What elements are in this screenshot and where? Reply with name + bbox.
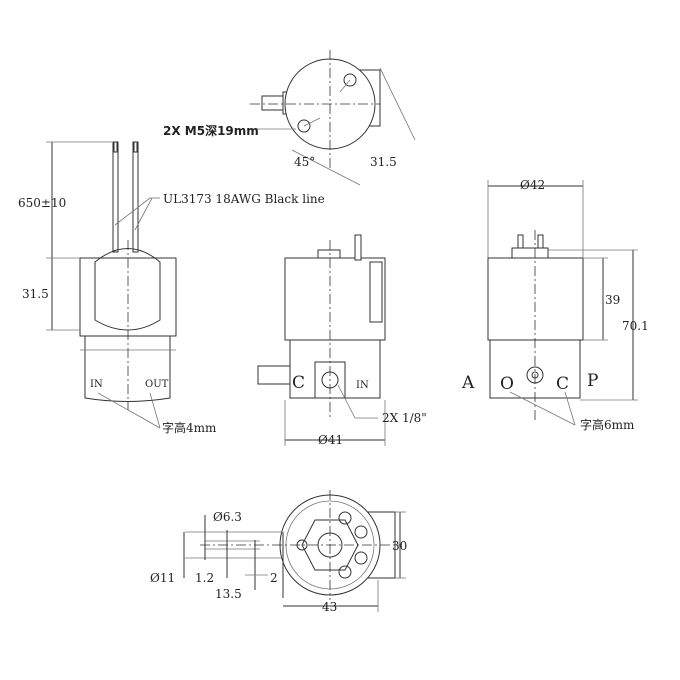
- bottom-view: [183, 490, 406, 612]
- dim-1-2: 1.2: [195, 571, 214, 585]
- thread-note: 2X 1/8": [382, 411, 427, 425]
- wire-length-dim: 650±10: [18, 196, 66, 210]
- wire: [112, 141, 119, 253]
- wire-spec-label: UL3173 18AWG Black line: [163, 192, 325, 206]
- label-o: O: [500, 374, 514, 394]
- total-height-dim: 70.1: [622, 319, 649, 333]
- thread-label: 2X M5深19mm: [163, 123, 259, 138]
- left-view: [46, 141, 177, 429]
- height-30-dim: 30: [392, 539, 407, 553]
- valve-base: [84, 335, 171, 402]
- valve-base: [489, 339, 581, 399]
- top-tab: [261, 95, 287, 111]
- text-height-note-right: 字高6mm: [580, 417, 635, 432]
- m5-hole: [343, 73, 357, 87]
- top-dim-label: 31.5: [370, 155, 397, 169]
- port-in-label: IN: [90, 379, 103, 390]
- text-height-note-left: 字高4mm: [162, 420, 217, 435]
- front-port-c: C: [292, 373, 305, 393]
- label-a: A: [461, 373, 475, 393]
- inner-diameter-dim: Ø6.3: [213, 510, 242, 524]
- port-out-label: OUT: [145, 379, 169, 390]
- dim-13-5: 13.5: [215, 587, 242, 601]
- front-diameter: Ø41: [318, 433, 343, 447]
- coil: [284, 257, 386, 341]
- label-p: P: [587, 371, 598, 391]
- angle-label: 45°: [294, 155, 315, 169]
- top-view: [250, 50, 416, 186]
- right-view: [487, 180, 638, 426]
- right-diameter: Ø42: [520, 178, 545, 192]
- dim-2: 2: [270, 571, 278, 585]
- wire: [132, 141, 139, 253]
- m5-hole: [297, 119, 311, 133]
- side-port: [257, 365, 291, 385]
- outer-diameter-dim: Ø11: [150, 571, 175, 585]
- front-port-in: IN: [356, 380, 369, 391]
- width-43-dim: 43: [322, 600, 337, 614]
- label-c: C: [556, 374, 569, 394]
- coil-height-dim: 39: [605, 293, 620, 307]
- left-height-dim: 31.5: [22, 287, 49, 301]
- coil: [487, 257, 584, 341]
- front-view: [257, 234, 386, 446]
